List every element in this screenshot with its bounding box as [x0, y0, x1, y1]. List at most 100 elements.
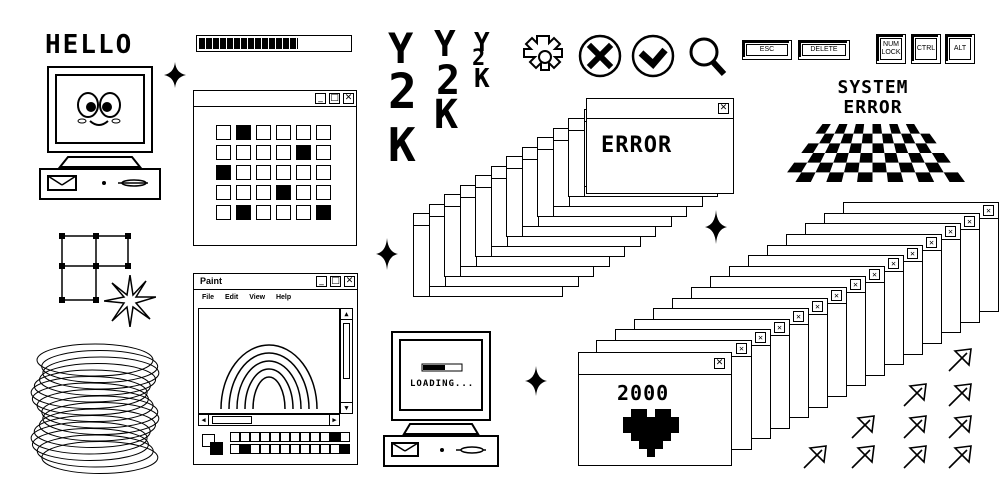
two-glyph: 2	[436, 58, 462, 104]
palette-color[interactable]	[250, 432, 260, 442]
palette-color[interactable]	[340, 444, 350, 454]
key-esc[interactable]: ESC	[742, 40, 792, 60]
palette-color[interactable]	[280, 444, 290, 454]
checker-tile	[787, 162, 808, 173]
calendar-cell[interactable]	[236, 185, 251, 200]
cursor-arrows-group	[803, 348, 972, 469]
calendar-cell[interactable]	[276, 185, 291, 200]
calendar-cell[interactable]	[316, 145, 331, 160]
system-error-line2: ERROR	[843, 97, 903, 118]
calendar-cell[interactable]	[276, 165, 291, 180]
palette-color[interactable]	[270, 444, 280, 454]
calendar-cell[interactable]	[256, 185, 271, 200]
scroll-thumb[interactable]	[343, 323, 350, 379]
checker-tile	[943, 172, 965, 182]
calendar-cell[interactable]	[316, 185, 331, 200]
window-2000-label: 2000	[617, 381, 670, 405]
calendar-cell[interactable]	[236, 125, 251, 140]
palette-color[interactable]	[330, 444, 340, 454]
sparkle-icon	[376, 238, 398, 270]
palette-color[interactable]	[320, 444, 330, 454]
vertical-scrollbar[interactable]: ▲ ▼	[340, 308, 353, 414]
key-delete[interactable]: DELETE	[798, 40, 850, 60]
calendar-cell[interactable]	[216, 185, 231, 200]
paint-menu-bar: File Edit View Help	[202, 294, 300, 301]
calendar-cell[interactable]	[296, 145, 311, 160]
menu-edit[interactable]: Edit	[225, 294, 239, 301]
palette-color[interactable]	[280, 432, 290, 442]
horizontal-scrollbar[interactable]: ◀ ▶	[198, 414, 340, 426]
calendar-cell[interactable]	[256, 125, 271, 140]
checker-tile	[844, 162, 860, 173]
checker-tile	[833, 153, 849, 163]
h-scroll-thumb[interactable]	[212, 416, 252, 424]
palette-color[interactable]	[260, 444, 270, 454]
paint-canvas[interactable]	[198, 308, 340, 414]
calendar-cell[interactable]	[316, 165, 331, 180]
calendar-cell[interactable]	[316, 125, 331, 140]
minimize-button[interactable]: _	[316, 276, 327, 287]
palette-color[interactable]	[340, 432, 350, 442]
key-num-lock[interactable]: NUM LOCK	[876, 34, 906, 64]
calendar-cell[interactable]	[236, 145, 251, 160]
palette-color[interactable]	[330, 432, 340, 442]
checker-tile	[908, 153, 925, 163]
palette-color[interactable]	[240, 432, 250, 442]
calendar-cell[interactable]	[256, 145, 271, 160]
checker-tile	[815, 162, 834, 173]
calendar-cell[interactable]	[256, 205, 271, 220]
key-ctrl[interactable]: CTRL	[911, 34, 941, 64]
paint-title: Paint	[200, 276, 223, 286]
maximize-button[interactable]: □	[329, 93, 340, 104]
close-button[interactable]: ✕	[714, 358, 725, 369]
calendar-cell[interactable]	[216, 125, 231, 140]
grid-nodes-icon	[59, 233, 131, 303]
calendar-cell[interactable]	[316, 205, 331, 220]
palette-color[interactable]	[230, 432, 240, 442]
minimize-button[interactable]: _	[315, 93, 326, 104]
palette-color[interactable]	[310, 444, 320, 454]
y-glyph: Y	[388, 24, 415, 73]
palette-color[interactable]	[250, 444, 260, 454]
gear-icon	[523, 35, 563, 71]
palette-color[interactable]	[260, 432, 270, 442]
maximize-button[interactable]: □	[330, 276, 341, 287]
palette-color[interactable]	[240, 444, 250, 454]
key-alt[interactable]: ALT	[945, 34, 975, 64]
calendar-cell[interactable]	[216, 145, 231, 160]
close-button[interactable]: ✕	[343, 93, 354, 104]
close-button[interactable]: ✕	[718, 103, 729, 114]
loading-text: LOADING...	[410, 379, 475, 389]
palette-color[interactable]	[320, 432, 330, 442]
palette-color[interactable]	[290, 432, 300, 442]
calendar-cell[interactable]	[236, 205, 251, 220]
checker-tile	[807, 153, 825, 163]
palette-color[interactable]	[300, 444, 310, 454]
palette-color[interactable]	[270, 432, 280, 442]
palette-color[interactable]	[290, 444, 300, 454]
close-button[interactable]: ✕	[344, 276, 355, 287]
calendar-cell[interactable]	[276, 205, 291, 220]
cylinder-ring	[41, 441, 159, 474]
calendar-cell[interactable]	[236, 165, 251, 180]
palette-color[interactable]	[230, 444, 240, 454]
menu-file[interactable]: File	[202, 294, 215, 301]
calendar-cell[interactable]	[276, 145, 291, 160]
palette-color[interactable]	[310, 432, 320, 442]
calendar-cell[interactable]	[216, 165, 231, 180]
checker-tile	[872, 143, 885, 153]
cylinder-ring	[33, 415, 151, 448]
calendar-cell[interactable]	[296, 125, 311, 140]
calendar-cell[interactable]	[276, 125, 291, 140]
calendar-cell[interactable]	[296, 185, 311, 200]
calendar-cell[interactable]	[296, 165, 311, 180]
menu-help[interactable]: Help	[275, 294, 292, 301]
menu-view[interactable]: View	[249, 294, 266, 301]
calendar-cell[interactable]	[256, 165, 271, 180]
calendar-cell[interactable]	[296, 205, 311, 220]
checker-tile	[898, 162, 916, 173]
palette-color[interactable]	[300, 432, 310, 442]
calendar-cell[interactable]	[216, 205, 231, 220]
paint-titlebar	[194, 274, 357, 290]
color-swatch-selected[interactable]	[202, 434, 224, 456]
